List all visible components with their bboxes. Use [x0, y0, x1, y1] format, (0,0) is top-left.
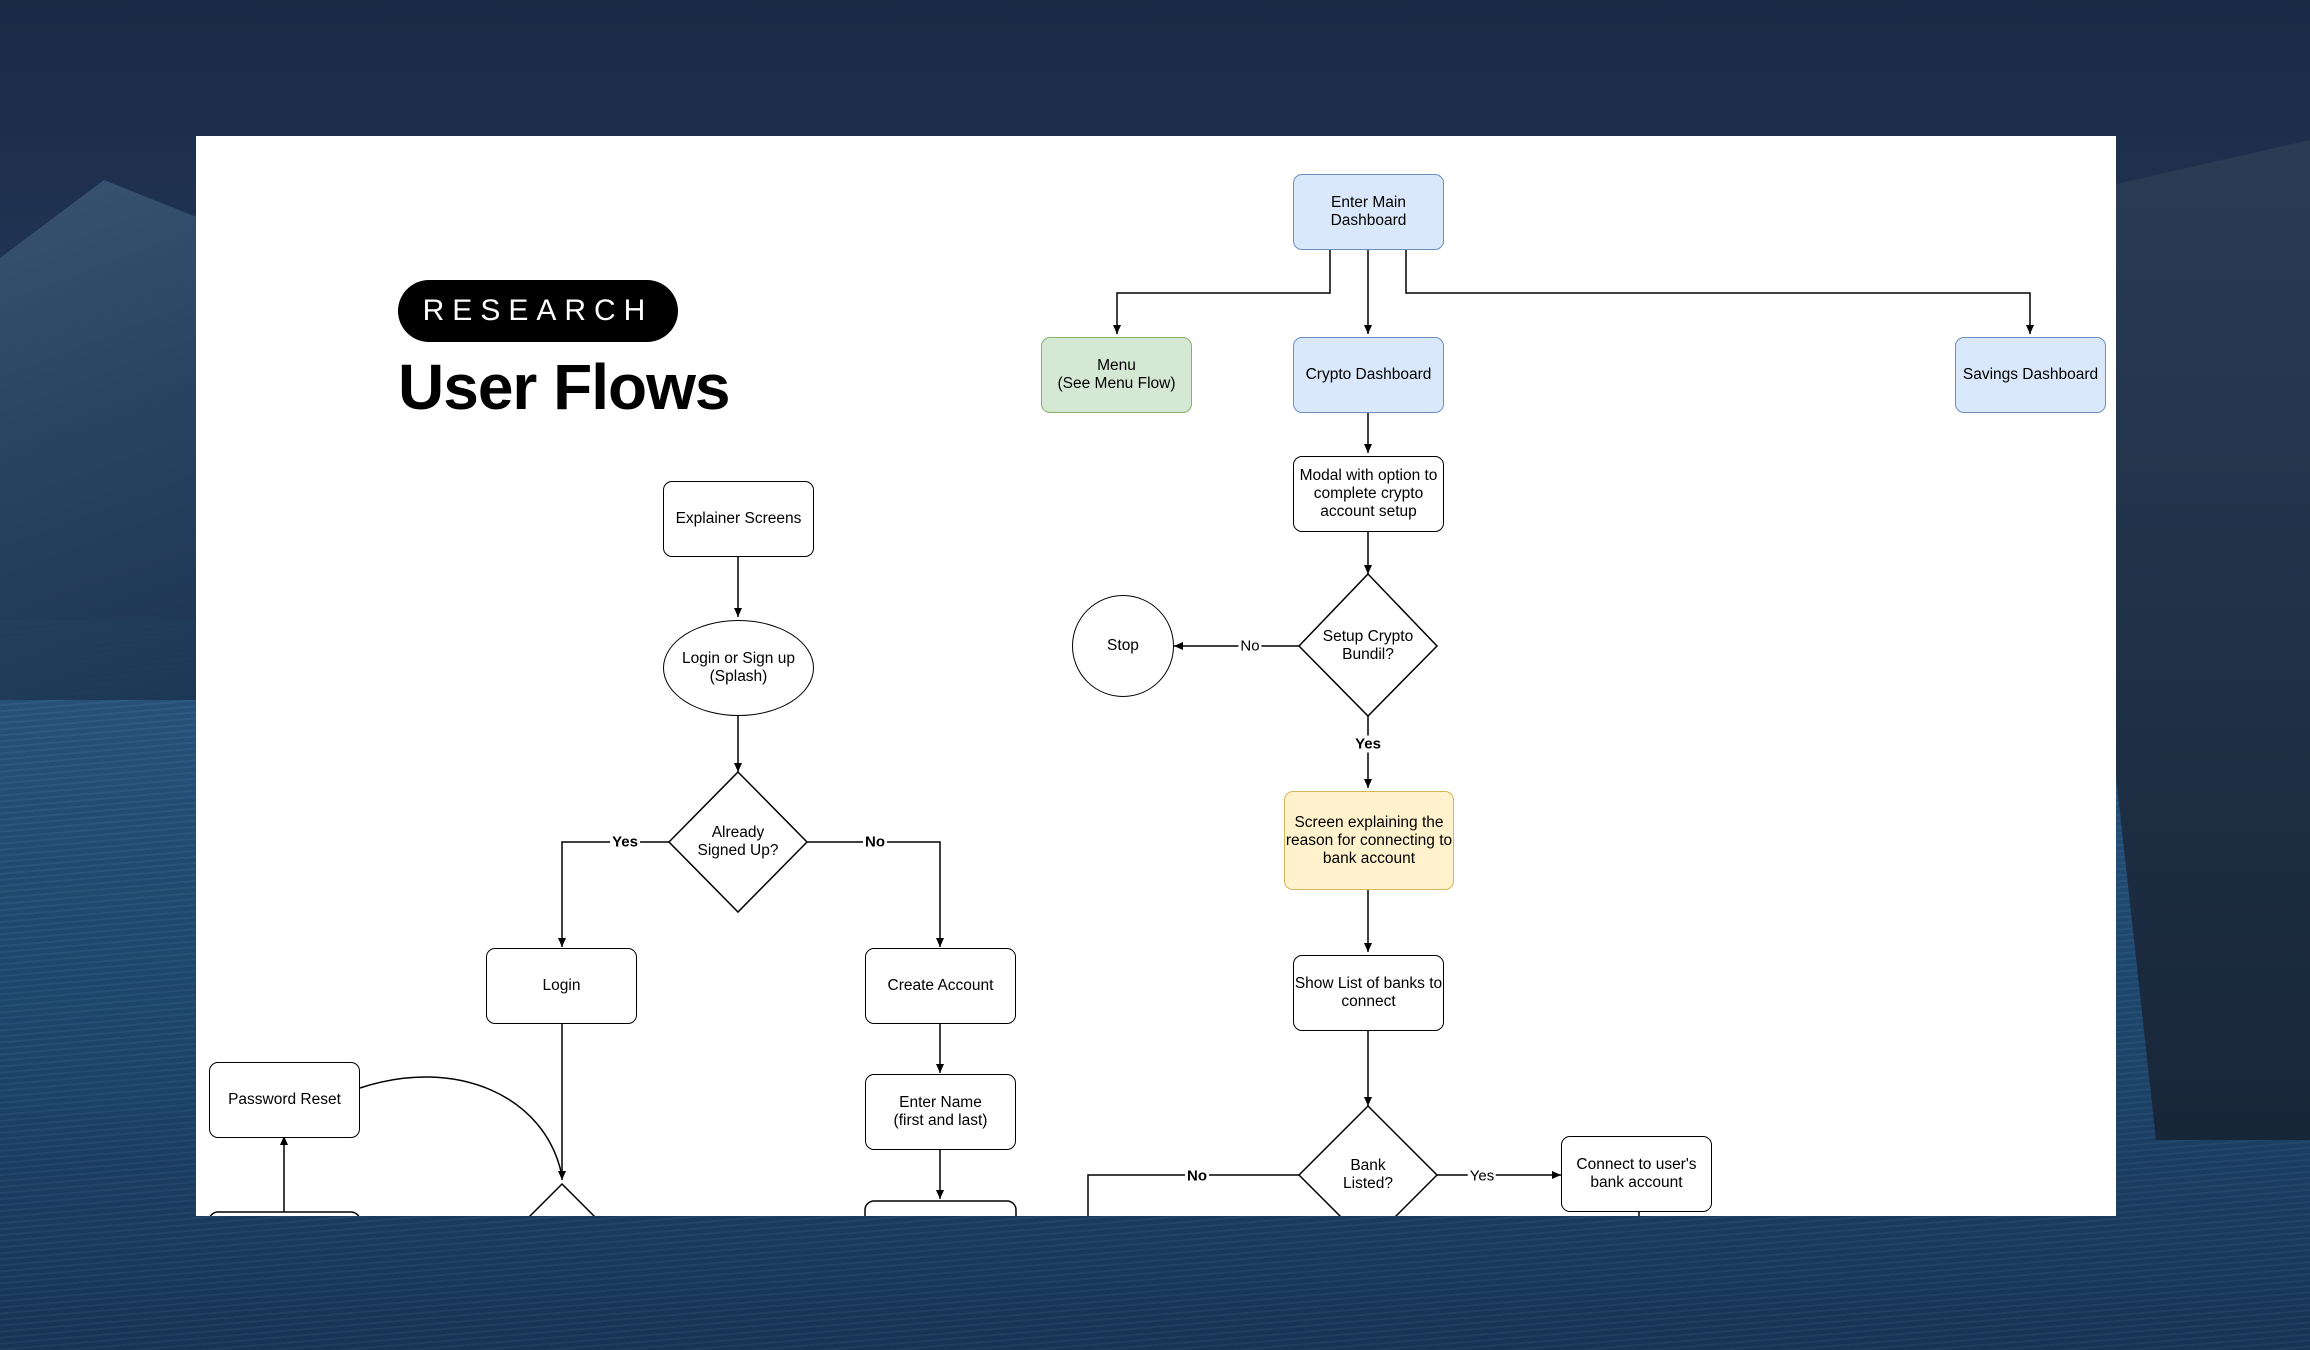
page-title: User Flows — [398, 351, 730, 423]
diamond-bank-listed — [1297, 1104, 1439, 1216]
node-crypto-dashboard: Crypto Dashboard — [1293, 337, 1444, 413]
diamond-already-signed — [667, 770, 809, 914]
label-already-signed: Already Signed Up? — [697, 824, 779, 859]
node-screen-explaining: Screen explaining the reason for connect… — [1284, 791, 1454, 890]
node-password-reset: Password Reset — [209, 1062, 360, 1138]
node-modal-option: Modal with option to complete crypto acc… — [1293, 456, 1444, 532]
edge-label-no-signed: No — [863, 833, 887, 851]
node-login-signup: Login or Sign up (Splash) — [663, 620, 814, 716]
edge-label-yes-signed: Yes — [610, 833, 640, 851]
node-create-account: Create Account — [865, 948, 1016, 1024]
node-enter-name: Enter Name (first and last) — [865, 1074, 1016, 1150]
label-bank-listed: Bank Listed? — [1343, 1157, 1393, 1192]
slide-canvas: RESEARCH User Flows — [196, 136, 2116, 1216]
edge-label-yes-setup: Yes — [1353, 735, 1383, 753]
edge-signed-create — [807, 841, 944, 947]
edge-label-yes-bank: Yes — [1467, 1167, 1497, 1185]
edge-signed-login — [558, 841, 669, 947]
label-setup-crypto: Setup Crypto Bundil? — [1322, 628, 1414, 663]
research-pill: RESEARCH — [398, 280, 678, 342]
partial-box-left — [209, 1211, 360, 1216]
edge-dashboard-menu — [1113, 250, 1331, 334]
edge-label-no-bank: No — [1185, 1167, 1209, 1185]
partial-box-right — [864, 1200, 1017, 1216]
diamond-setup-crypto — [1297, 572, 1439, 718]
edge-dashboard-savings — [1405, 250, 2034, 334]
node-explainer-screens: Explainer Screens — [663, 481, 814, 557]
node-savings-dashboard: Savings Dashboard — [1955, 337, 2106, 413]
node-menu: Menu (See Menu Flow) — [1041, 337, 1192, 413]
flow-connectors — [209, 250, 2034, 1216]
node-login: Login — [486, 948, 637, 1024]
node-connect-bank: Connect to user's bank account — [1561, 1136, 1712, 1212]
node-stop: Stop — [1072, 595, 1174, 697]
edge-listed-no — [1087, 1174, 1299, 1216]
node-show-list-banks: Show List of banks to connect — [1293, 955, 1444, 1031]
diamond-partial — [528, 1182, 596, 1216]
edge-reset-curve — [359, 1076, 563, 1177]
edge-label-no-stop: No — [1238, 637, 1262, 655]
node-enter-main-dashboard: Enter Main Dashboard — [1293, 174, 1444, 250]
